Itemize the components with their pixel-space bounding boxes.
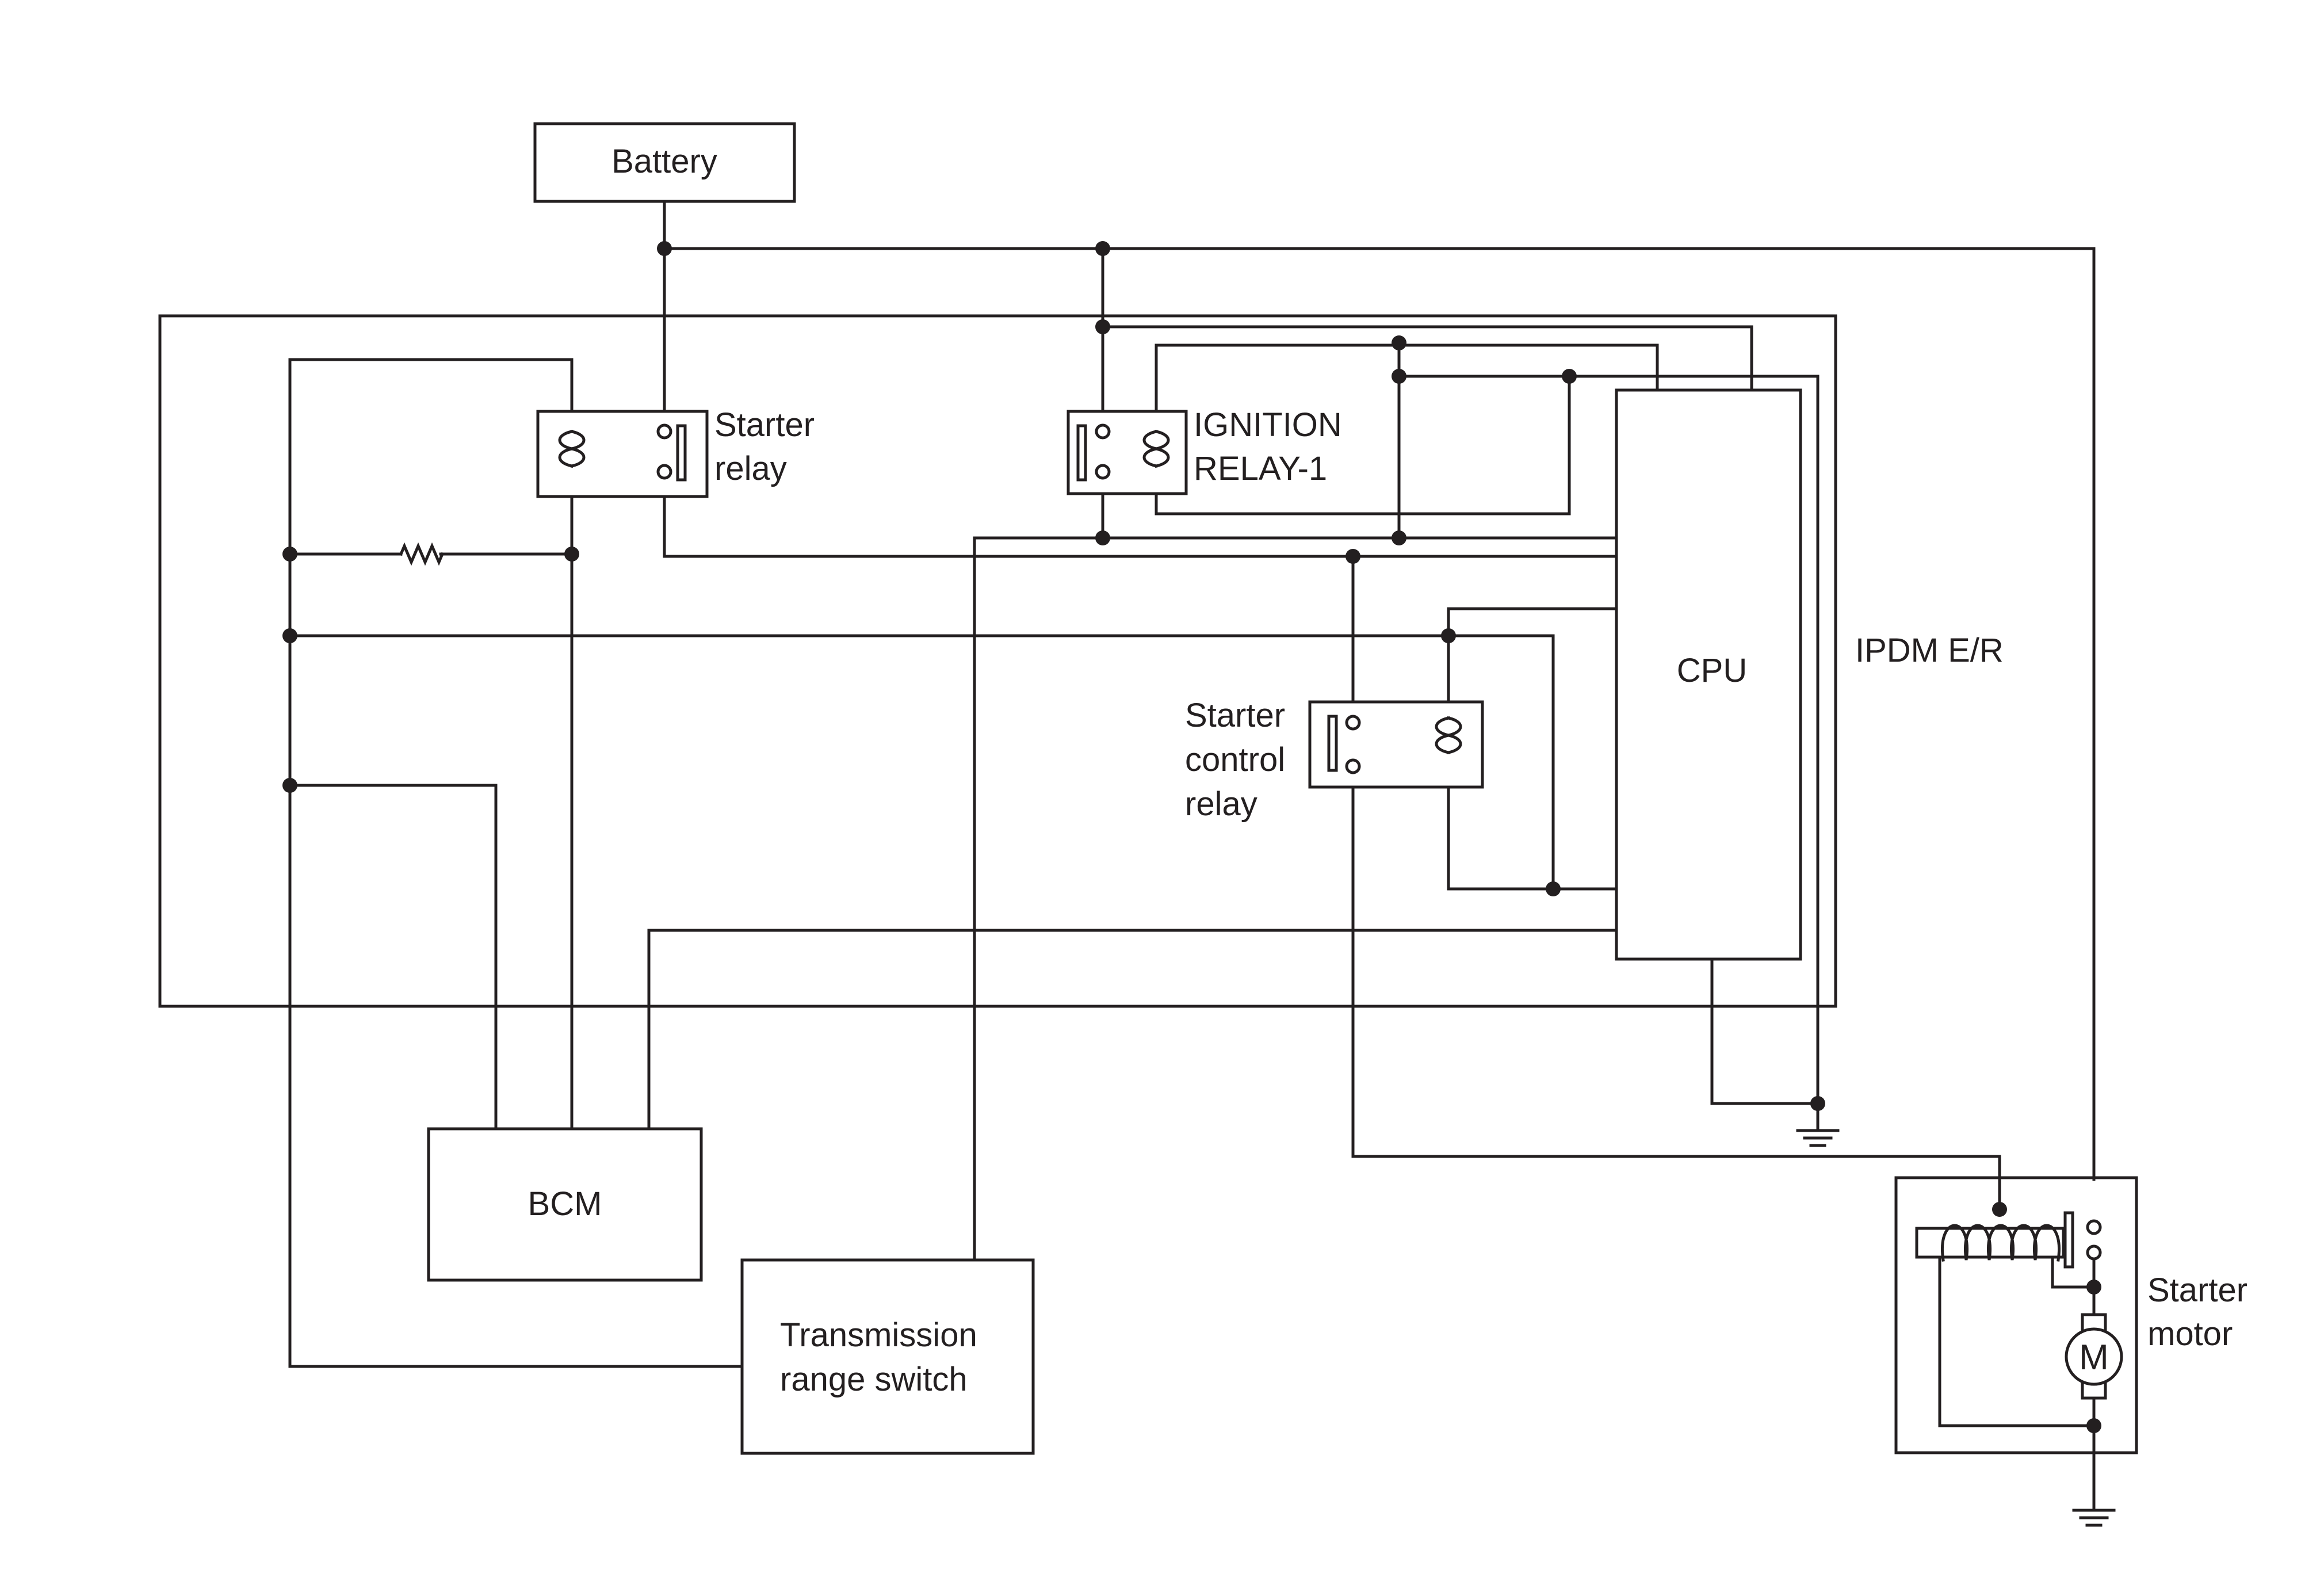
wire-cpu-ground: [1710, 957, 1820, 1105]
wiring: [288, 200, 2096, 1512]
wire-battery-bus: [663, 200, 2096, 1181]
junction-dot: [1810, 1096, 1825, 1111]
wire-starter-relay-output: [663, 470, 1618, 558]
starter-motor-label: motor: [2147, 1315, 2233, 1353]
junction-dot: [1392, 369, 1406, 384]
bcm-label: BCM: [528, 1185, 602, 1223]
ignition-relay-label: IGNITION: [1194, 406, 1342, 444]
wire-cpu-to-bcm: [647, 929, 1618, 1131]
solenoid-coil-icon: [1941, 1224, 2061, 1262]
motor-icon: M: [2065, 1313, 2123, 1400]
starter-control-relay-label: Starter: [1185, 697, 1285, 734]
junction-dot: [1095, 241, 1110, 256]
cpu-label: CPU: [1677, 652, 1747, 689]
transmission-range-switch-label: range switch: [780, 1361, 968, 1398]
junction-dot: [282, 547, 297, 562]
battery-box: [533, 122, 796, 203]
junction-dot: [657, 241, 672, 256]
junction-dot: [1346, 549, 1360, 564]
ground-icon: [1796, 1129, 1840, 1147]
ground-icon: [2072, 1509, 2116, 1527]
junction-dot: [1392, 335, 1406, 350]
wire-trs-up: [973, 536, 1104, 1262]
junctions: [282, 241, 2101, 1433]
wire-motor-loop: [2051, 1257, 2096, 1289]
junction-dot: [1546, 881, 1561, 896]
starter-relay-label: Starter: [714, 406, 815, 444]
junction-dot: [1441, 628, 1456, 643]
starter-solenoid: [1915, 1211, 2102, 1269]
starter-motor-frame: [1894, 1176, 2138, 1454]
starter-relay: [536, 410, 709, 498]
junction-dot: [1095, 319, 1110, 334]
starter-control-relay: [1308, 700, 1484, 789]
transmission-range-switch-box: [740, 1258, 1035, 1455]
junction-dot: [282, 778, 297, 793]
transmission-range-switch-label: Transmission: [780, 1316, 977, 1354]
junction-dot: [2086, 1418, 2101, 1433]
junction-dot: [1992, 1202, 2007, 1217]
wire-left-bus-to-bcm: [288, 784, 498, 1131]
resistor: [399, 542, 445, 566]
ignition-relay-label: RELAY-1: [1194, 450, 1327, 487]
bcm-box: [427, 1127, 703, 1282]
ipdm-label: IPDM E/R: [1855, 632, 2004, 669]
wire-motor-return: [1938, 1257, 2096, 1427]
wire-ignition-coil-return: [1155, 375, 1571, 540]
wire-cpu-ground-rail: [1397, 375, 1820, 1105]
wire-left-bus: [288, 358, 574, 1368]
starter-control-relay-label: control: [1185, 741, 1285, 778]
cpu-box: [1615, 388, 1802, 961]
junction-dot: [1562, 369, 1577, 384]
junction-dot: [282, 628, 297, 643]
ipdm-er-frame: [158, 314, 1837, 1008]
wire-cpu-top-feed: [1101, 325, 1753, 392]
wire-scr-switch-out: [1351, 750, 2001, 1211]
ignition-relay-1: [1067, 410, 1188, 495]
starter-control-relay-label: relay: [1185, 785, 1257, 823]
battery-label: Battery: [611, 143, 717, 180]
motor-symbol: M: [2079, 1338, 2109, 1377]
starter-relay-label: relay: [714, 450, 787, 487]
junction-dot: [1095, 530, 1110, 545]
wire-scr-coil-top: [1447, 607, 1618, 713]
junction-dot: [1392, 530, 1406, 545]
junction-dot: [564, 547, 579, 562]
junction-dot: [2086, 1280, 2101, 1295]
starter-motor-label: Starter: [2147, 1271, 2247, 1309]
